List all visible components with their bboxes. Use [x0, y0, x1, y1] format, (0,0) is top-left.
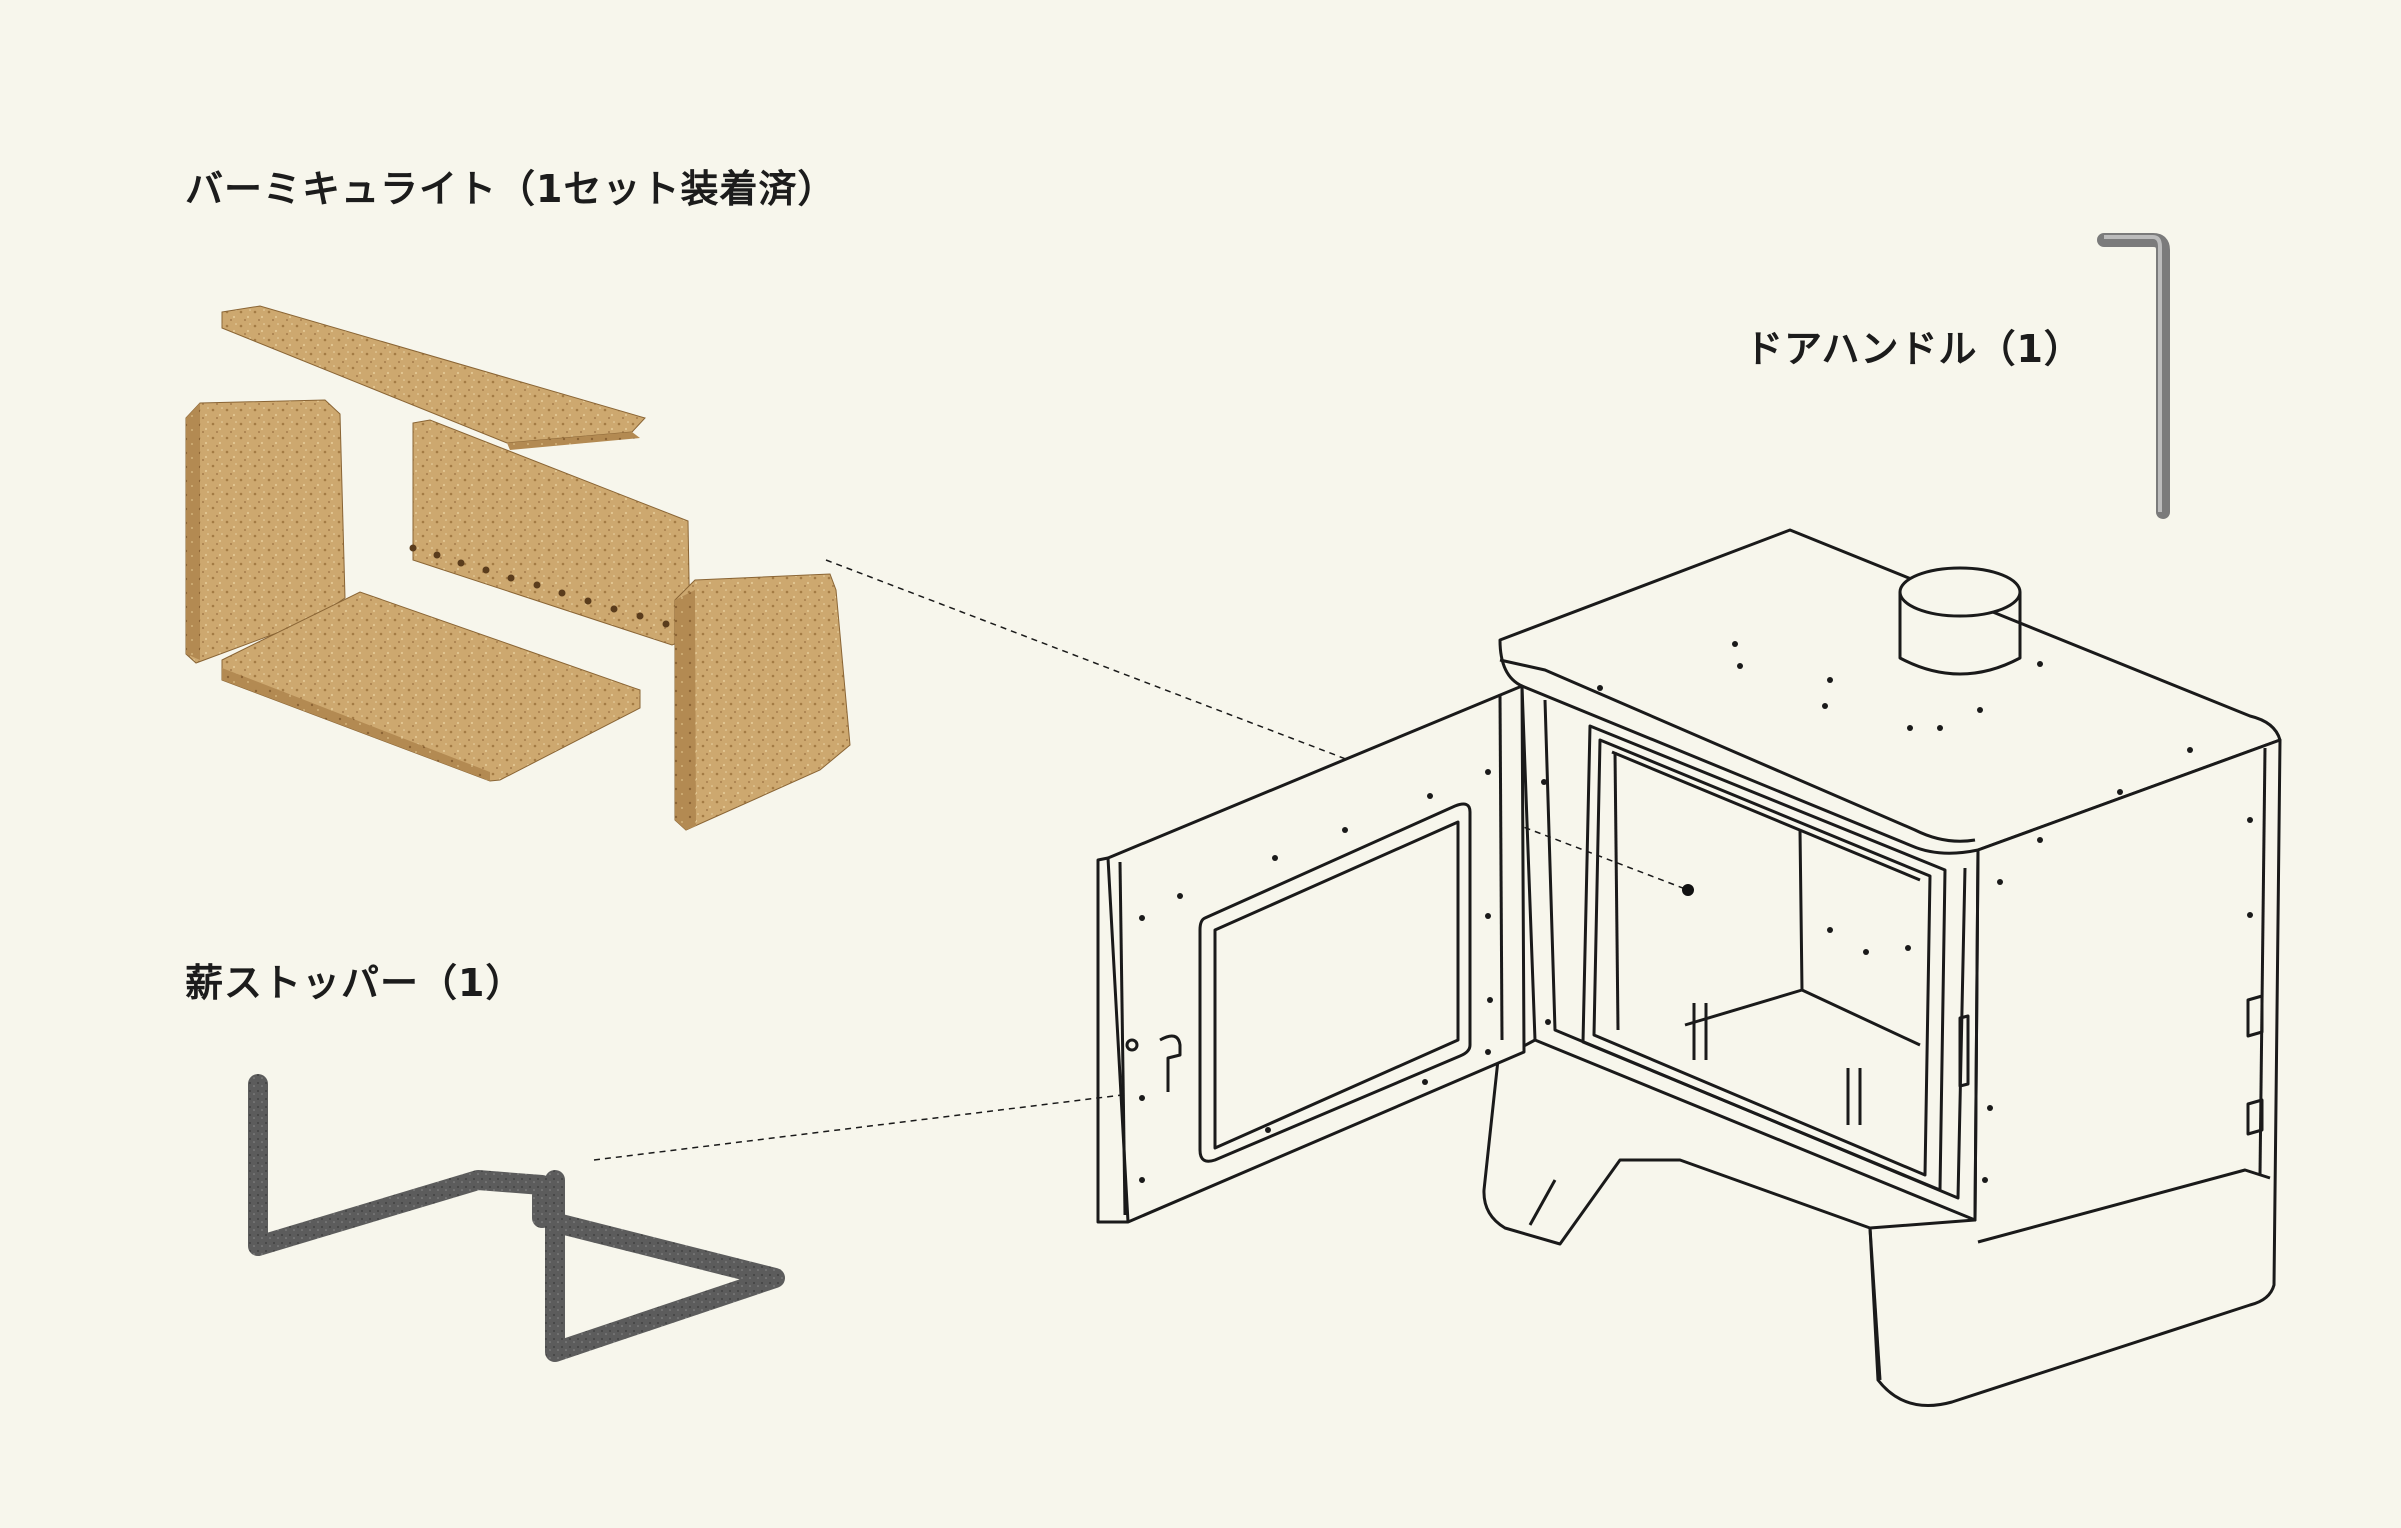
log-stopper-label: 薪ストッパー（1） — [185, 961, 525, 1005]
vermiculite-right-side-panel — [674, 573, 851, 831]
door-handle-label: ドアハンドル（1） — [1745, 327, 2083, 371]
leader-lines — [593, 559, 1689, 1161]
wood-stove-drawing — [1096, 528, 2282, 1407]
log-stopper-part — [248, 1074, 785, 1362]
vermiculite-bottom-panel — [221, 591, 641, 782]
vermiculite-panels — [185, 305, 851, 831]
vermiculite-top-panel — [221, 305, 646, 450]
leader-target-dot — [1682, 884, 1694, 896]
vermiculite-back-panel — [409, 419, 691, 646]
log-stopper-leader — [593, 1045, 1521, 1161]
vermiculite-left-side-panel — [185, 399, 346, 664]
vermiculite-label: バーミキュライト（1セット装着済） — [185, 167, 837, 211]
door-handle-part — [2097, 233, 2170, 519]
